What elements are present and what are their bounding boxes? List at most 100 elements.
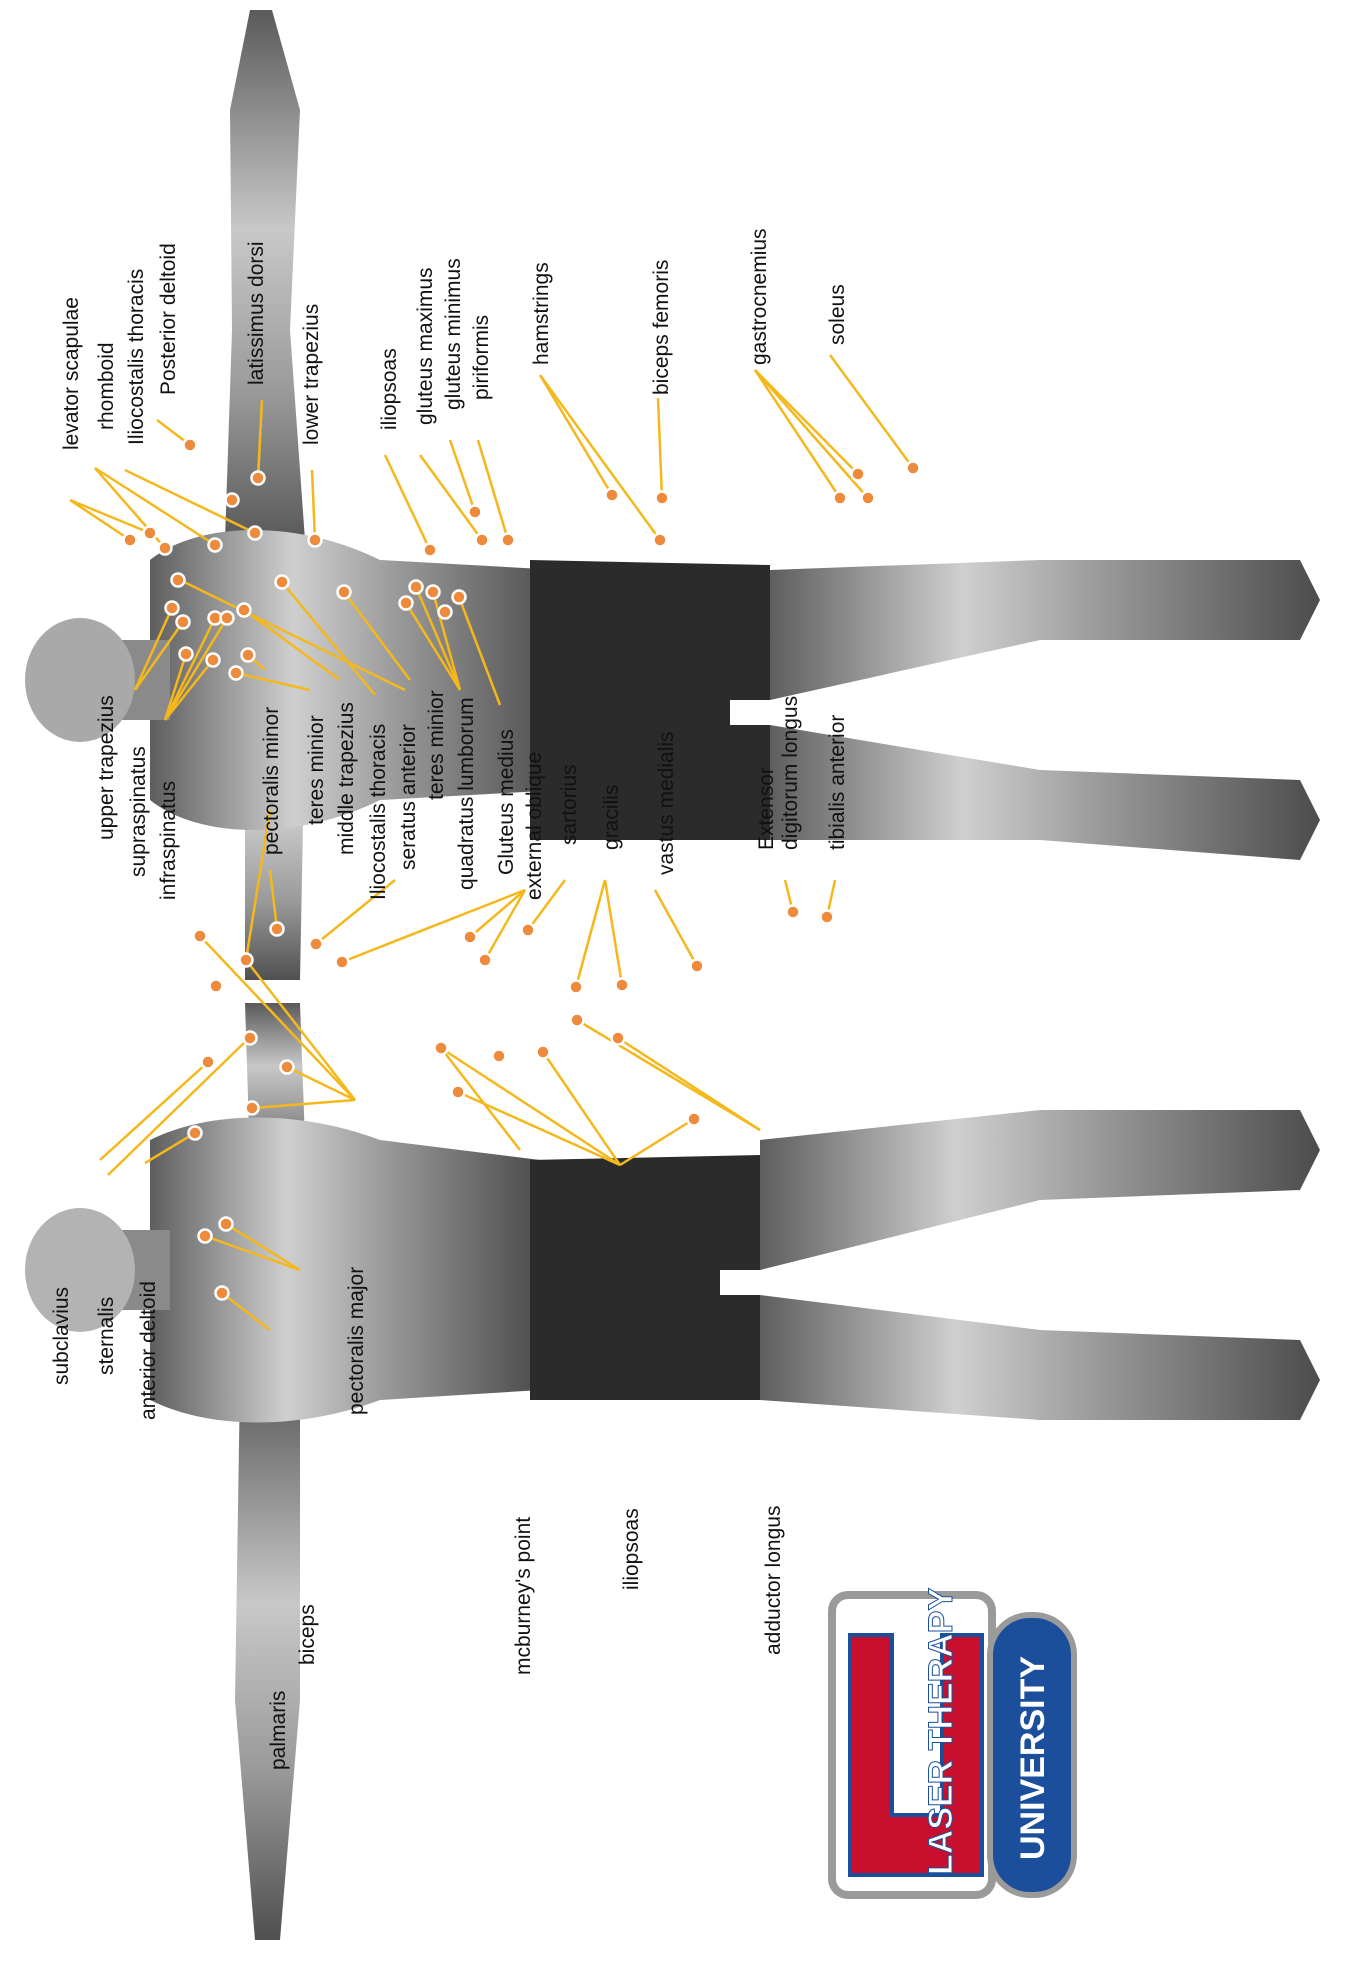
- label-middle-trapezius: middle trapezius: [335, 702, 359, 855]
- leader-line-20: [135, 622, 183, 690]
- leader-line-50: [485, 890, 525, 960]
- leader-line-31: [416, 587, 460, 690]
- label-pectoralis-minor: pectoralis minor: [260, 707, 284, 855]
- treatment-point-1: [124, 534, 137, 547]
- leader-line-52: [576, 880, 605, 987]
- leader-line-15: [755, 370, 840, 498]
- leader-line-57: [441, 1048, 520, 1150]
- treatment-point-18: [852, 468, 865, 481]
- label-infraspinatus: infraspinatus: [157, 781, 181, 900]
- treatment-point-15: [656, 492, 669, 505]
- treatment-point-46: [246, 1102, 259, 1115]
- label-piriformis: piriformis: [470, 315, 494, 400]
- label-gastrocnemius: gastrocnemius: [748, 228, 772, 365]
- leader-line-38: [200, 936, 355, 1100]
- treatment-point-4: [209, 539, 222, 552]
- treatment-point-49: [220, 1218, 233, 1231]
- treatment-point-16: [834, 492, 847, 505]
- leader-line-33: [406, 603, 460, 690]
- label-biceps-femoris: biceps femoris: [650, 260, 674, 395]
- leader-line-36: [108, 1040, 247, 1175]
- label-teres-minor-2: teres minior: [425, 690, 449, 800]
- treatment-point-33: [427, 586, 440, 599]
- leader-line-46: [270, 870, 277, 929]
- treatment-point-47: [189, 1127, 202, 1140]
- label-external-oblique: external oblique: [523, 752, 547, 900]
- treatment-point-0: [184, 439, 197, 452]
- leader-line-44: [222, 1293, 270, 1330]
- treatment-point-20: [172, 574, 185, 587]
- treatment-point-61: [537, 1046, 550, 1059]
- label-upper-trapezius: upper trapezius: [95, 695, 119, 840]
- label-levator-scapulae: levator scapulae: [60, 297, 84, 450]
- treatment-point-11: [469, 506, 482, 519]
- label-rhomboid: rhomboid: [95, 342, 119, 430]
- label-tibialis-anterior: tibialis anterior: [826, 715, 850, 850]
- leader-line-14: [658, 398, 662, 498]
- label-quadratus-lumborum: quadratus lumborum: [455, 697, 479, 890]
- treatment-point-53: [522, 924, 535, 937]
- label-seratus-anterior: seratus anterior: [397, 724, 421, 870]
- label-posterior-deltoid: Posterior deltoid: [157, 243, 181, 395]
- leader-line-17: [755, 370, 858, 474]
- label-gluteus-medius: Gluteus medius: [495, 729, 519, 875]
- treatment-point-63: [571, 1014, 584, 1027]
- treatment-point-12: [502, 534, 515, 547]
- treatment-point-29: [230, 667, 243, 680]
- treatment-point-41: [336, 956, 349, 969]
- treatment-point-56: [691, 960, 704, 973]
- treatment-point-10: [476, 534, 489, 547]
- leader-line-7: [312, 470, 315, 540]
- leader-line-16: [755, 370, 868, 498]
- leader-line-39: [246, 960, 355, 1100]
- treatment-point-43: [244, 1032, 257, 1045]
- label-gluteus-maximus: gluteus maximus: [414, 267, 438, 425]
- treatment-point-27: [238, 604, 251, 617]
- leader-line-12: [540, 375, 612, 495]
- leader-line-11: [478, 440, 508, 540]
- label-soleus: soleus: [826, 284, 850, 345]
- treatment-point-30: [276, 576, 289, 589]
- treatment-point-48: [199, 1230, 212, 1243]
- label-sternalis: sternalis: [95, 1297, 119, 1375]
- label-latissimus-dorsi: latissimus dorsi: [245, 241, 269, 385]
- treatment-point-64: [612, 1032, 625, 1045]
- leader-line-54: [655, 890, 697, 966]
- treatment-point-40: [310, 938, 323, 951]
- treatment-point-50: [216, 1287, 229, 1300]
- label-adductor-longus: adductor longus: [762, 1506, 786, 1655]
- logo-graphic: LASER THERAPY UNIVERSITY: [822, 1575, 1082, 1915]
- logo-text-laser-therapy: LASER THERAPY: [922, 1588, 960, 1875]
- leader-line-58: [441, 1048, 620, 1165]
- label-anterior-deltoid: anterior deltoid: [137, 1281, 161, 1420]
- treatment-point-35: [439, 606, 452, 619]
- treatment-point-9: [424, 544, 437, 557]
- treatment-point-8: [309, 534, 322, 547]
- label-extensor-digitorum-longus: Extensor digitorum longus: [755, 690, 803, 850]
- treatment-point-23: [180, 648, 193, 661]
- leader-line-27: [244, 610, 340, 680]
- treatment-point-2: [144, 527, 157, 540]
- leader-line-35: [100, 1062, 208, 1160]
- leader-line-21: [165, 654, 186, 720]
- leader-line-9: [420, 455, 482, 540]
- treatment-point-54: [570, 981, 583, 994]
- leader-line-19: [135, 608, 172, 690]
- leader-line-40: [287, 1067, 355, 1100]
- label-supraspinatus: supraspinatus: [127, 746, 151, 877]
- logo-text-university: UNIVERSITY: [1014, 1656, 1052, 1860]
- treatment-point-3: [159, 542, 172, 555]
- treatment-point-37: [194, 930, 207, 943]
- leader-line-34: [459, 597, 500, 705]
- treatment-point-34: [400, 597, 413, 610]
- treatment-point-39: [271, 923, 284, 936]
- treatment-point-6: [252, 472, 265, 485]
- treatment-point-24: [207, 654, 220, 667]
- treatment-point-32: [410, 581, 423, 594]
- treatment-point-19: [907, 462, 920, 475]
- leader-line-49: [470, 890, 525, 937]
- treatment-point-42: [210, 980, 223, 993]
- leader-line-6: [258, 400, 262, 478]
- treatment-point-17: [862, 492, 875, 505]
